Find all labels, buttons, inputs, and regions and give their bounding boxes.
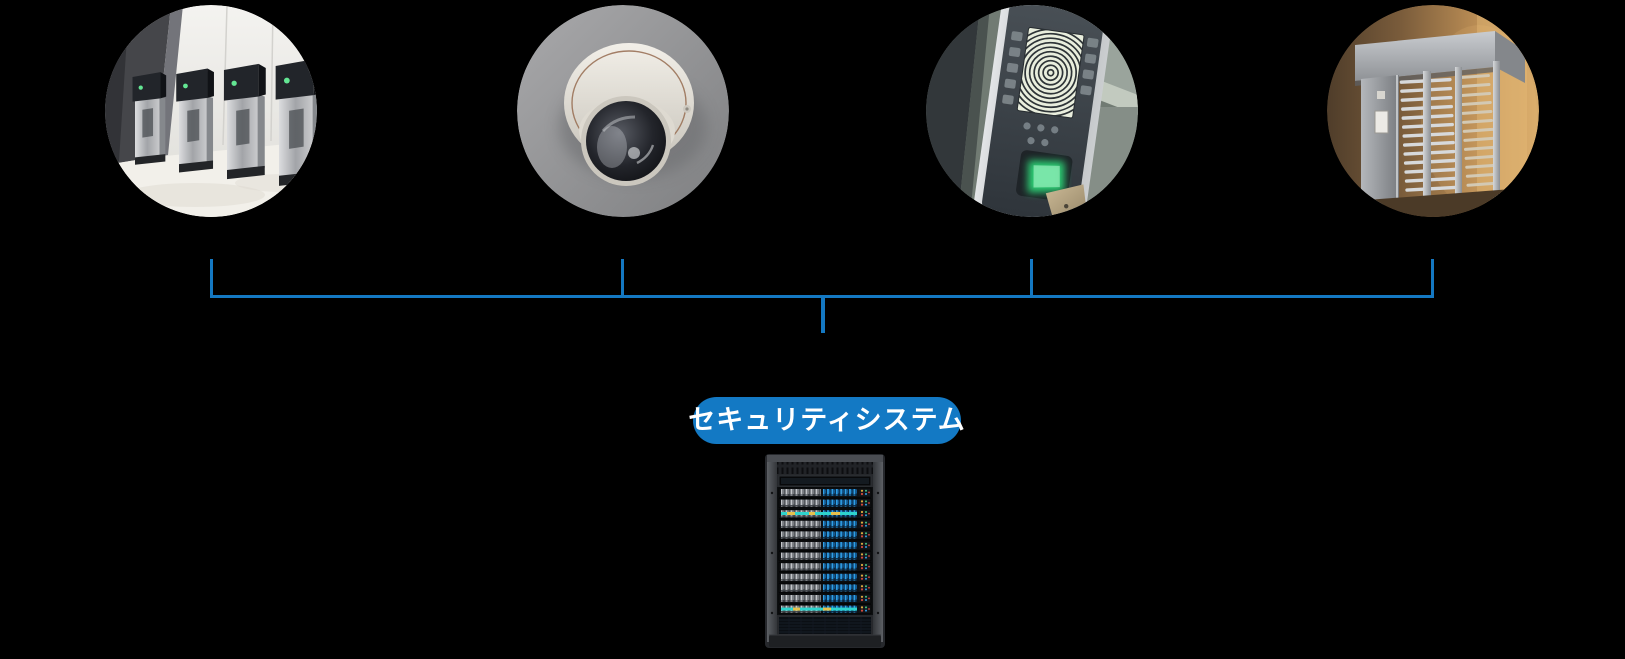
fingerprint-access-terminal-photo xyxy=(926,5,1138,217)
connector-stub-scanner xyxy=(1030,259,1033,296)
connector-stub-gates xyxy=(210,259,213,296)
connector-stub-turnstile xyxy=(1431,259,1434,296)
server-rack-photo xyxy=(765,453,885,649)
connector-horizontal xyxy=(210,295,1434,298)
rack-highlight-rows xyxy=(781,512,857,611)
connector-stub-camera xyxy=(621,259,624,296)
turnstile-illustration xyxy=(1327,5,1539,217)
server-rack-illustration xyxy=(765,454,885,648)
ceiling-dome-camera-photo xyxy=(517,5,729,217)
security-system-badge-label: セキュリティシステム xyxy=(688,405,966,435)
dome-camera-illustration xyxy=(517,5,729,217)
flap-gates-illustration xyxy=(105,5,317,217)
fingerprint-scanner-illustration xyxy=(926,5,1138,217)
connector-drop-to-system xyxy=(821,298,825,333)
entrance-flap-gates-photo xyxy=(105,5,317,217)
security-system-badge: セキュリティシステム xyxy=(688,397,965,444)
full-height-turnstile-photo xyxy=(1327,5,1539,217)
